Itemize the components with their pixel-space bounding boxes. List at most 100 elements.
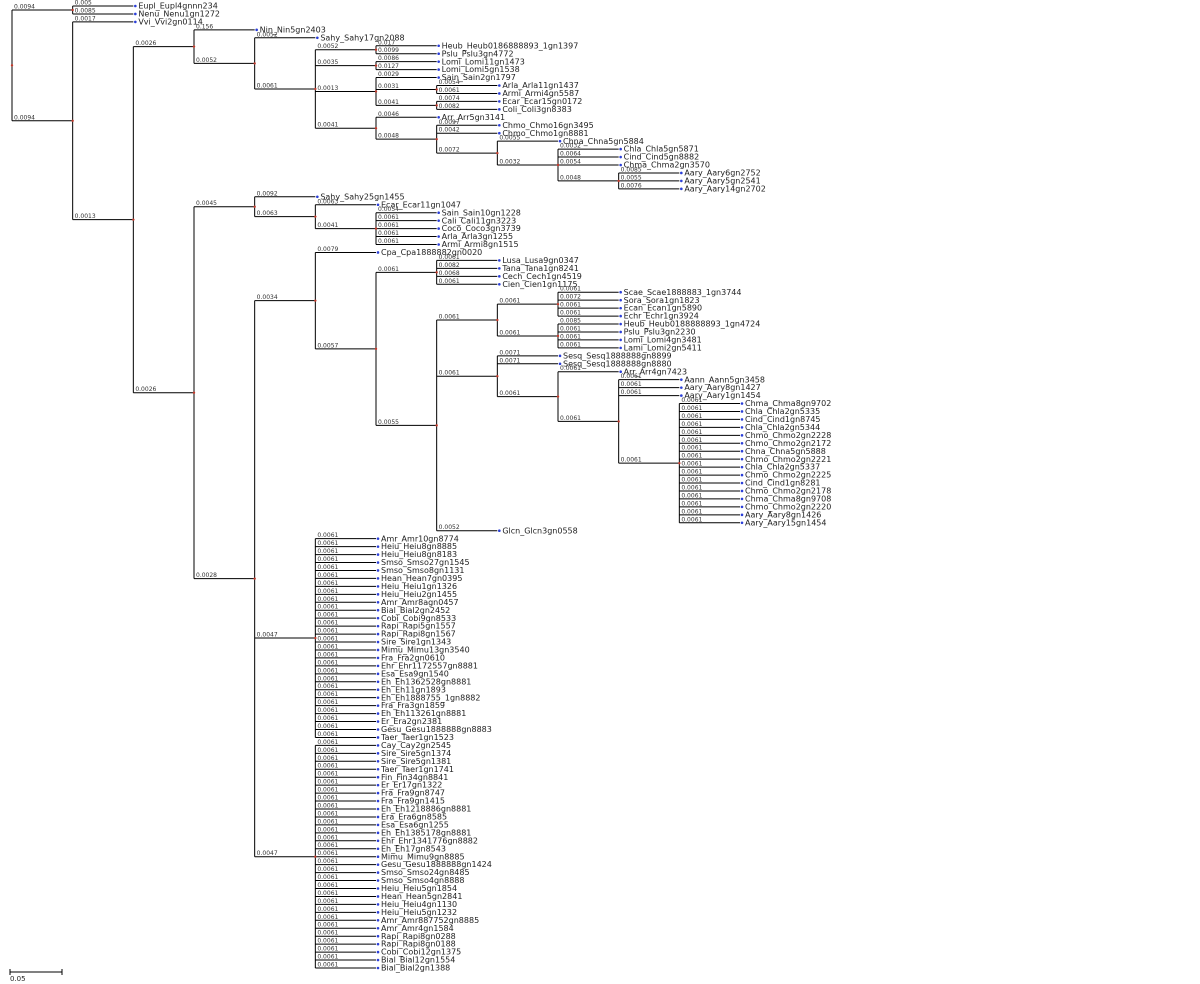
branch-length-label: 0.0085 [560, 318, 581, 325]
tip-marker [376, 720, 380, 723]
node-marker [314, 87, 317, 91]
leaf-label: Era_Era6gn8585 [381, 813, 447, 822]
tip-marker [740, 505, 744, 509]
branch-length-label: 0.0013 [317, 85, 338, 92]
branch-length-label: 0.0055 [378, 419, 399, 426]
branch-length-label: 0.0061 [317, 930, 338, 937]
leaf-label: Fra_Fra3gn1859 [381, 701, 445, 710]
node-marker [435, 137, 438, 141]
tip-marker [376, 926, 380, 930]
tip-marker [376, 950, 380, 954]
tip-marker [437, 219, 440, 222]
leaf-label: Bial_Bial2gn1388 [381, 964, 450, 973]
branch-length-label: 0.0061 [317, 556, 338, 563]
leaf-label: Cali_Cali11gn3223 [442, 216, 517, 225]
leaf-label: Rapi_Rapi8gn0188 [381, 940, 456, 949]
leaf-label: Cobi_Cobi9gn8533 [381, 614, 456, 623]
node-marker [556, 395, 560, 398]
leaf-label: Eh_Eh1218886gn8881 [381, 805, 471, 814]
tip-marker [740, 489, 744, 493]
tip-marker [376, 632, 380, 636]
branch-length-label: 0.0061 [681, 437, 702, 444]
branch-length-label: 0.0061 [317, 620, 338, 627]
leaf-label: Ehr_Ehr1341776gn8882 [381, 836, 478, 845]
tip-marker [619, 330, 622, 334]
node-marker [435, 104, 438, 107]
branch-length-label: 0.0061 [317, 715, 338, 722]
tip-marker [437, 52, 440, 56]
leaf-label: Sesq_Sesq1888888gn8880 [563, 359, 672, 368]
branch-length-label: 0.0061 [560, 302, 581, 309]
leaf-label: Heiu_Heiu5gn1854 [381, 884, 457, 893]
tip-marker [376, 775, 380, 779]
tip-marker [376, 553, 380, 556]
branch-length-label: 0.0061 [317, 747, 338, 754]
leaf-label: Coco_Coco3gn3739 [442, 224, 521, 233]
tip-marker [376, 251, 380, 254]
tip-marker [437, 116, 440, 119]
tip-marker [437, 243, 440, 246]
tip-marker [498, 84, 501, 87]
tip-marker [376, 680, 380, 684]
tip-marker [376, 942, 380, 946]
branch-length-label: 0.0061 [499, 329, 520, 336]
scale-bar: 0.05 [9, 969, 63, 983]
tip-marker [740, 434, 744, 437]
leaf-label: Chmo_Chmo16gn3495 [502, 121, 593, 130]
branch-length-label: 0.0086 [378, 55, 399, 62]
branch-length-label: 0.0061 [317, 914, 338, 921]
leaf-label: Amr_Amr8agn0457 [381, 598, 459, 607]
leaf-label: Pslu_Pslu3gn4772 [442, 49, 514, 58]
leaf-label: Arr_Arr4gn7423 [624, 367, 687, 376]
tip-marker [376, 783, 380, 787]
tip-marker [680, 386, 683, 389]
leaf-label: Smso_Smso24gn8485 [381, 868, 470, 877]
leaf-label: Chma_Chma2gn3570 [624, 161, 710, 170]
tip-marker [376, 831, 380, 835]
leaf-label: Eh_Eh1888755_1gn8882 [381, 693, 480, 702]
branch-length-label: 0.0061 [681, 500, 702, 507]
branch-length-label: 0.0061 [378, 266, 399, 273]
tip-marker [376, 672, 380, 676]
branch-length-label: 0.0061 [317, 564, 338, 571]
tip-marker [376, 744, 380, 747]
leaf-label: Sesq_Sesq1888888gn8899 [563, 351, 672, 360]
leaf-label: Chla_Chla2gn5344 [745, 423, 820, 432]
leaf-label: Eh_Eh1385178gn8881 [381, 828, 471, 837]
branch-length-label: 0.156 [196, 23, 213, 30]
tip-marker [619, 370, 622, 374]
node-marker [556, 302, 560, 306]
tip-marker [740, 521, 744, 525]
branch-length-label: 0.0082 [439, 103, 460, 110]
branch-length-label: 0.0055 [621, 174, 642, 181]
branch-length-label: 0.0061 [681, 492, 702, 499]
branch-length-label: 0.0061 [560, 341, 581, 348]
tip-marker [376, 807, 380, 811]
branch-length-label: 0.0061 [317, 699, 338, 706]
leaf-label: Heub_Heub0186888893_1gn1397 [442, 41, 579, 50]
leaf-label: Cien_Cien1gn1175 [502, 280, 577, 289]
leaf-label: Lomi_Lomi4gn3481 [624, 336, 702, 345]
leaf-label: Armi_Armi8gn1515 [442, 240, 519, 249]
leaf-label: Chmo_Chmo2gn2220 [745, 502, 831, 511]
branch-length-label: 0.0061 [317, 659, 338, 666]
leaf-label: Taer_Taer1gn1741 [380, 765, 454, 774]
tip-marker [740, 481, 744, 485]
branch-length-label: 0.0061 [317, 954, 338, 961]
branch-length-label: 0.0072 [560, 294, 581, 301]
branch-length-label: 0.0061 [317, 898, 338, 905]
tip-marker [498, 92, 501, 95]
leaf-label: Ecan_Ecan1gn5890 [624, 304, 702, 313]
tip-marker [376, 537, 380, 540]
branch-length-label: 0.0061 [317, 858, 338, 865]
branch-length-label: 0.0028 [196, 572, 217, 579]
tip-marker [437, 68, 440, 71]
node-marker [192, 45, 196, 48]
leaf-label: Chmo_Chmo1gn8881 [502, 129, 588, 138]
leaf-label: Ehr_Ehr1172557gn8881 [381, 661, 478, 670]
branch-length-label: 0.0094 [14, 3, 35, 10]
node-marker [374, 127, 378, 130]
tip-marker [740, 449, 744, 453]
tip-marker [376, 911, 380, 914]
leaf-label: Nin_Nin5gn2403 [260, 25, 326, 34]
